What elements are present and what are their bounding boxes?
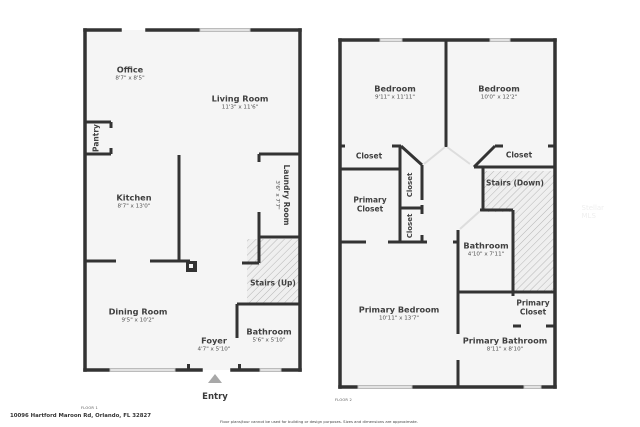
room-dims: 8'11" x 8'10" — [486, 347, 524, 353]
room-name: Stairs (Down) — [486, 178, 544, 188]
room-name: Living Room — [211, 93, 269, 104]
room-closet-right: Closet — [505, 150, 533, 161]
room-dims: 8'7" x 8'5" — [115, 76, 145, 82]
room-name: Primary Bedroom — [358, 304, 440, 315]
floor-2-label: FLOOR 2 — [335, 398, 352, 402]
entry-label: Entry — [202, 392, 228, 402]
room-closet-hall-2: Closet — [406, 214, 414, 239]
room-dims: 9'5" x 10'2" — [121, 318, 155, 324]
room-name: Dining Room — [108, 306, 168, 317]
room-name: Bedroom — [374, 83, 416, 94]
watermark: Stellar MLS — [581, 204, 605, 220]
room-primary-closet-lower: Primary Closet — [513, 298, 553, 316]
room-name: Kitchen — [116, 192, 152, 203]
room-closet-left: Closet — [355, 151, 383, 162]
room-dims: 3'6" x 7'7" — [274, 180, 281, 210]
room-name: Laundry Room — [282, 164, 292, 226]
room-bedroom-2: Bedroom 10'0" x 12'2" — [478, 83, 520, 102]
entry-arrow-icon — [208, 374, 222, 383]
room-dims: 4'7" x 5'10" — [197, 347, 231, 353]
room-dims: 8'7" x 13'0" — [117, 204, 151, 210]
room-name: Primary Closet — [516, 298, 550, 316]
floor-1-label: FLOOR 1 — [81, 406, 98, 410]
room-primary-bedroom: Primary Bedroom 10'11" x 13'7" — [358, 304, 440, 323]
room-dims: 9'11" x 11'11" — [374, 95, 416, 101]
room-name: Pantry — [91, 124, 101, 152]
floor-2-plan — [338, 38, 557, 389]
room-office: Office 8'7" x 8'5" — [115, 64, 145, 83]
room-name: Bathroom — [246, 326, 292, 337]
room-laundry-room: Laundry Room 3'6" x 7'7" — [274, 164, 292, 226]
room-name: Closet — [405, 172, 414, 198]
room-bathroom-2: Bathroom 4'10" x 7'11" — [463, 240, 509, 259]
room-name: Closet — [505, 150, 533, 160]
room-name: Closet — [405, 213, 414, 239]
property-address: 10096 Hartford Maroon Rd, Orlando, FL 32… — [10, 413, 151, 419]
room-bedroom-1: Bedroom 9'11" x 11'11" — [374, 83, 416, 102]
room-dining-room: Dining Room 9'5" x 10'2" — [108, 306, 168, 325]
disclaimer: Floor plans/tour cannot be used for buil… — [220, 419, 418, 424]
room-dims: 11'3" x 11'6" — [221, 105, 259, 111]
room-foyer: Foyer 4'7" x 5'10" — [197, 335, 231, 354]
room-pantry: Pantry — [91, 124, 102, 152]
room-living-room: Living Room 11'3" x 11'6" — [211, 93, 269, 112]
room-bathroom: Bathroom 5'6" x 5'10" — [246, 326, 292, 345]
room-closet-hall-1: Closet — [406, 173, 414, 198]
floor-1-plan — [83, 28, 302, 383]
room-dims: 10'0" x 12'2" — [480, 95, 518, 101]
room-name: Closet — [355, 151, 383, 161]
room-name: Foyer — [201, 335, 227, 346]
room-dims: 10'11" x 13'7" — [378, 316, 420, 322]
room-name: Stairs (Up) — [250, 278, 296, 288]
room-name: Bedroom — [478, 83, 520, 94]
stairs-up: Stairs (Up) — [250, 278, 296, 289]
stairs-down: Stairs (Down) — [486, 178, 544, 189]
room-name: Office — [116, 64, 144, 75]
room-dims: 4'10" x 7'11" — [467, 252, 505, 258]
room-dims: 5'6" x 5'10" — [252, 338, 286, 344]
room-kitchen: Kitchen 8'7" x 13'0" — [116, 192, 152, 211]
room-primary-bathroom: Primary Bathroom 8'11" x 8'10" — [462, 335, 548, 354]
room-name: Primary Closet — [353, 195, 387, 213]
room-name: Primary Bathroom — [462, 335, 548, 346]
room-primary-closet-upper: Primary Closet — [350, 195, 390, 213]
room-name: Bathroom — [463, 240, 509, 251]
